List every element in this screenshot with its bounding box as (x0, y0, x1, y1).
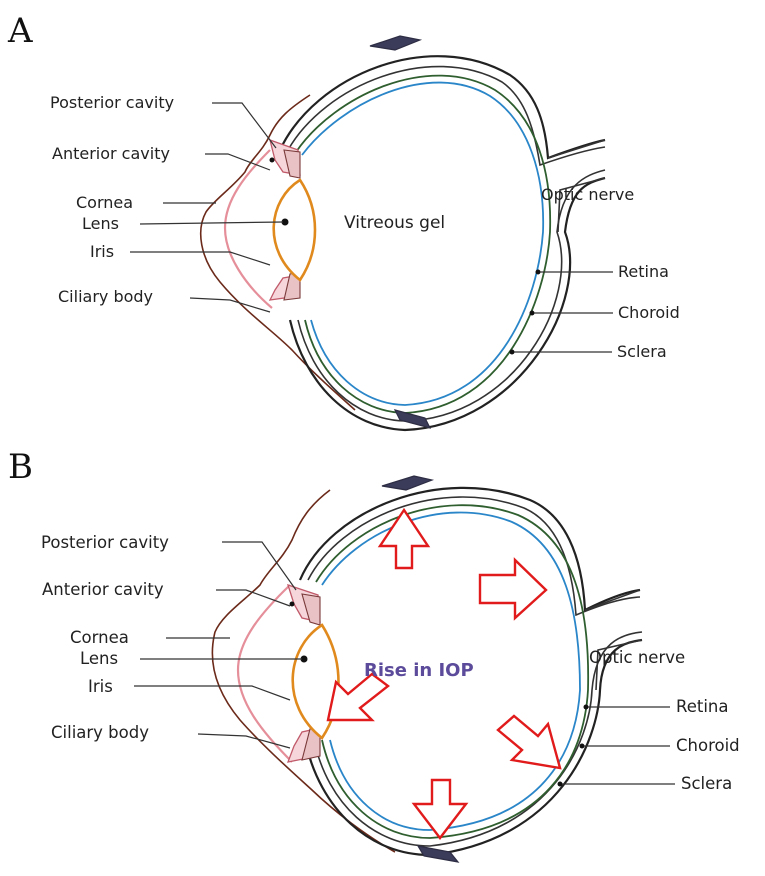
panel-b-label-cornea: Cornea (70, 628, 129, 647)
panel-b-leader-posterior-cavity (222, 541, 297, 591)
panel-a-sclera-dot (509, 349, 515, 355)
panel-a-label-retina: Retina (618, 262, 669, 281)
panel-a-label-cornea: Cornea (76, 193, 133, 212)
panel-a-leader-ciliary-body (189, 297, 271, 313)
panel-b-eyelid-outline (211, 489, 396, 853)
panel-a-lens-dot (281, 218, 289, 226)
panel-a-label-choroid: Choroid (618, 303, 680, 322)
panel-b-choroid-dot (579, 743, 585, 749)
panel-a-eye-drawing (199, 35, 606, 432)
panel-a-upper-lashes (369, 35, 423, 51)
panel-a-label-optic-nerve: Optic nerve (541, 185, 634, 204)
panel-b-sclera-dot (557, 781, 563, 787)
panel-a-lower-lashes (393, 409, 432, 429)
panel-a-choroid-dot (529, 310, 535, 316)
panel-a-label-ciliary-body: Ciliary body (58, 287, 153, 306)
panel-b-lens (291, 623, 340, 740)
pressure-arrow-down (411, 778, 469, 840)
panel-b-label-sclera: Sclera (681, 774, 732, 793)
pressure-arrow-lower-left (326, 672, 390, 722)
panel-a-leader-posterior-cavity (212, 102, 277, 149)
panel-b: B (8, 447, 740, 863)
panel-a-retina-dot (535, 269, 541, 275)
panel-a-retina (301, 81, 545, 406)
panel-b-label-iris: Iris (88, 677, 113, 696)
panel-a-sclera-outer (279, 55, 606, 432)
panel-a-optic-nerve-lines (547, 139, 606, 233)
panel-a-leader-anterior-cavity (205, 153, 271, 171)
panel-b-leader-iris (134, 685, 291, 701)
panel-a-leader-lens (139, 221, 284, 225)
panel-a-letter: A (7, 11, 33, 51)
panel-b-label-anterior-cavity: Anterior cavity (42, 580, 164, 599)
panel-b-lens-dot (300, 655, 308, 663)
panel-a-leader-iris (130, 251, 271, 266)
panel-b-retina (321, 511, 581, 831)
panel-b-anterior-dot (289, 601, 295, 607)
panel-a-cornea-inner (223, 149, 273, 309)
panel-b-cornea-inner (236, 584, 293, 763)
panel-b-sclera-inner (307, 496, 643, 847)
panel-b-leader-anterior-cavity (216, 589, 291, 607)
panel-b-eye-drawing (211, 475, 643, 863)
panel-b-sclera-outer (298, 486, 643, 857)
panel-b-optic-nerve-lines (584, 589, 643, 691)
panel-a-label-anterior-cavity: Anterior cavity (52, 144, 170, 163)
panel-b-choroid (315, 504, 590, 839)
panel-b-pressure-arrows (326, 507, 562, 840)
panel-a-eyelid-outline (199, 94, 356, 411)
panel-b-letter: B (8, 447, 33, 487)
panel-a-choroid (295, 74, 552, 414)
panel-a-ciliary-top (283, 149, 301, 179)
panel-b-rise-in-iop: Rise in IOP (364, 660, 474, 681)
panel-b-label-optic-nerve: Optic nerve (589, 648, 685, 667)
panel-b-lower-lashes (416, 845, 460, 863)
panel-a-label-vitreous-gel: Vitreous gel (344, 213, 445, 233)
pressure-arrow-lower-right (496, 714, 562, 770)
panel-a-label-posterior-cavity: Posterior cavity (50, 93, 174, 112)
panel-a-sclera-inner (287, 65, 606, 422)
panel-a-lens (272, 178, 317, 282)
panel-b-leader-ciliary-body (197, 733, 291, 749)
panel-a-label-iris: Iris (90, 242, 114, 261)
pressure-arrow-upper-right (478, 557, 548, 621)
panel-b-label-ciliary-body: Ciliary body (51, 723, 149, 742)
panel-a-label-sclera: Sclera (617, 342, 667, 361)
panel-b-retina-dot (583, 704, 589, 710)
panel-b-upper-lashes (381, 475, 435, 491)
panel-b-label-posterior-cavity: Posterior cavity (41, 533, 169, 552)
panel-a-anterior-dot (269, 157, 275, 163)
panel-b-label-lens: Lens (80, 649, 118, 668)
panel-b-label-choroid: Choroid (676, 736, 740, 755)
pressure-arrow-up (377, 507, 431, 570)
panel-a-label-lens: Lens (82, 214, 119, 233)
panel-a: A (7, 11, 680, 432)
panel-b-label-retina: Retina (676, 697, 729, 716)
